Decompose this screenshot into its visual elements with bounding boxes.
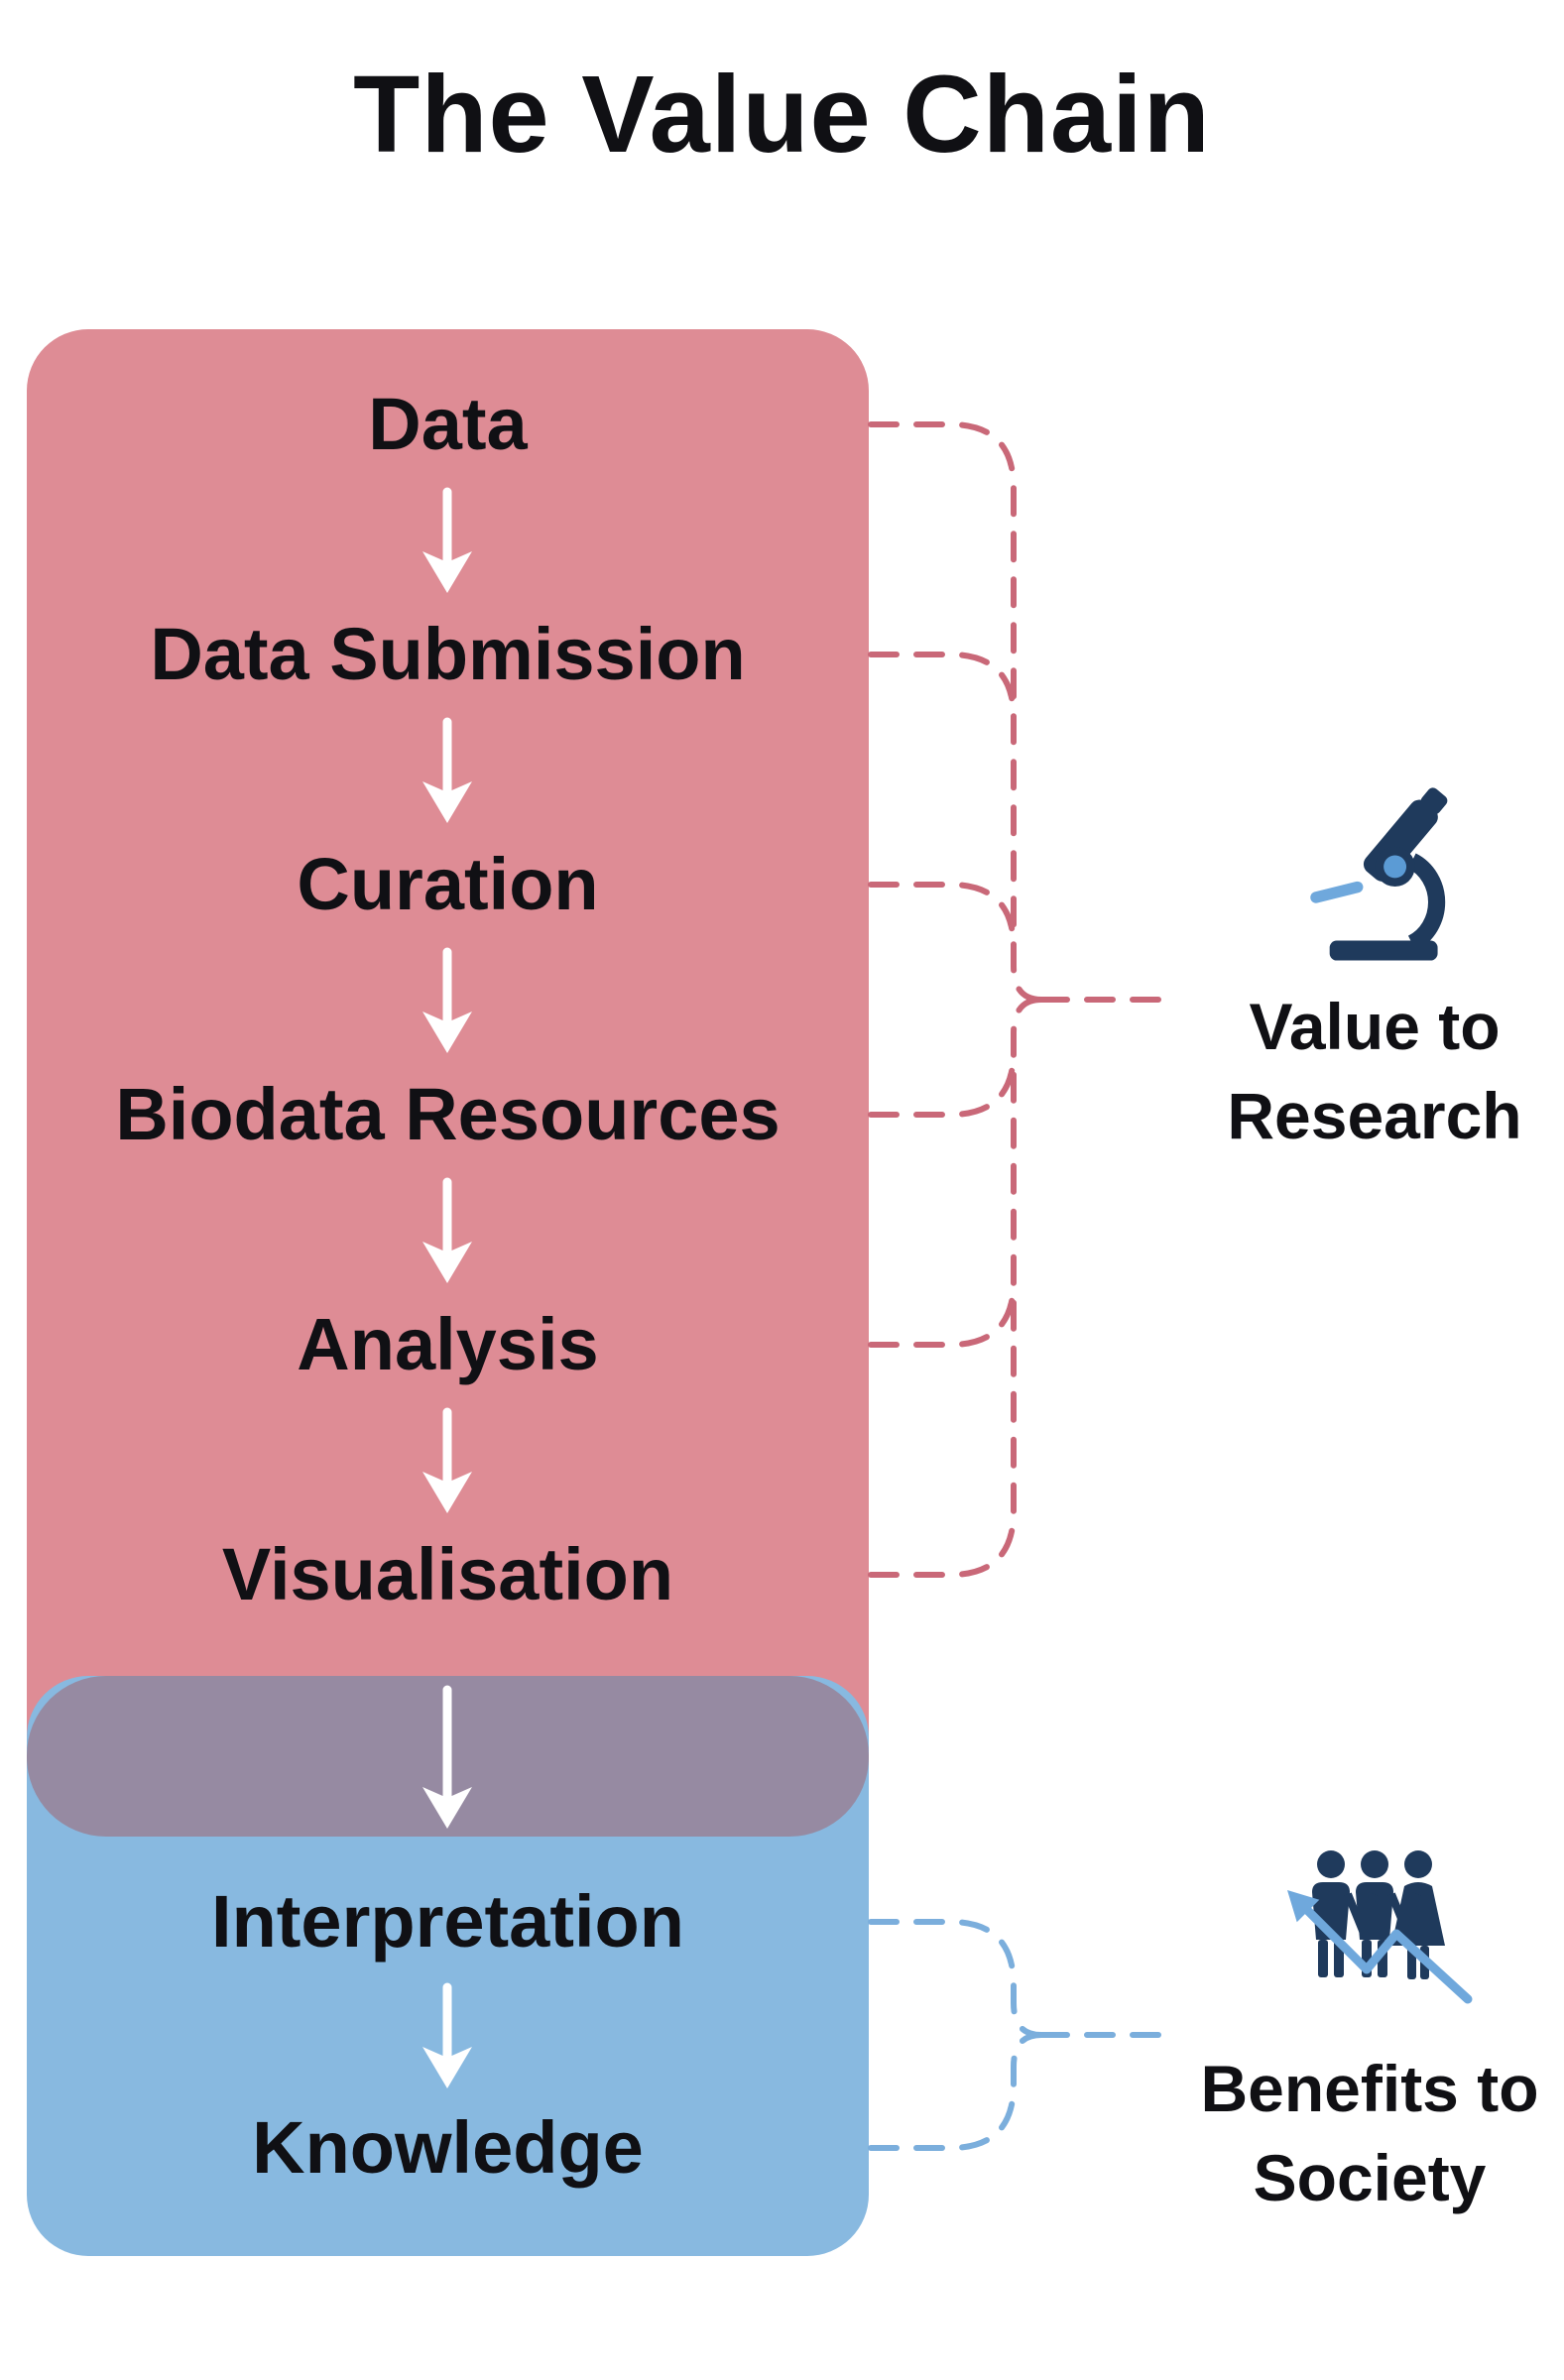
step-data-submission: Data Submission	[150, 613, 746, 695]
microscope-icon	[1310, 787, 1448, 961]
down-arrow-icon	[422, 947, 472, 1053]
step-data: Data	[368, 383, 528, 465]
step-analysis: Analysis	[297, 1303, 599, 1385]
research-callout-line2: Research	[1227, 1079, 1522, 1152]
step-visualisation: Visualisation	[221, 1533, 674, 1615]
down-arrow-icon	[422, 717, 472, 823]
down-arrow-icon	[422, 1982, 472, 2088]
research-callout-label: Value to Research	[1185, 982, 1564, 1160]
step-curation: Curation	[297, 843, 599, 925]
down-arrow-icon	[422, 487, 472, 593]
down-arrow-icon	[422, 1407, 472, 1513]
society-callout-line2: Society	[1253, 2141, 1487, 2214]
step-interpretation: Interpretation	[211, 1880, 684, 1963]
society-callout-line1: Benefits to	[1200, 2052, 1539, 2125]
step-biodata-resources: Biodata Resources	[115, 1073, 781, 1155]
page-title: The Value Chain	[353, 54, 1211, 176]
people-growth-icon	[1287, 1850, 1473, 2004]
research-callout-line1: Value to	[1249, 990, 1501, 1063]
society-callout-label: Benefits to Society	[1175, 2044, 1564, 2222]
down-arrow-icon	[422, 1177, 472, 1283]
down-arrow-icon	[422, 1685, 472, 1829]
step-knowledge: Knowledge	[252, 2106, 644, 2189]
